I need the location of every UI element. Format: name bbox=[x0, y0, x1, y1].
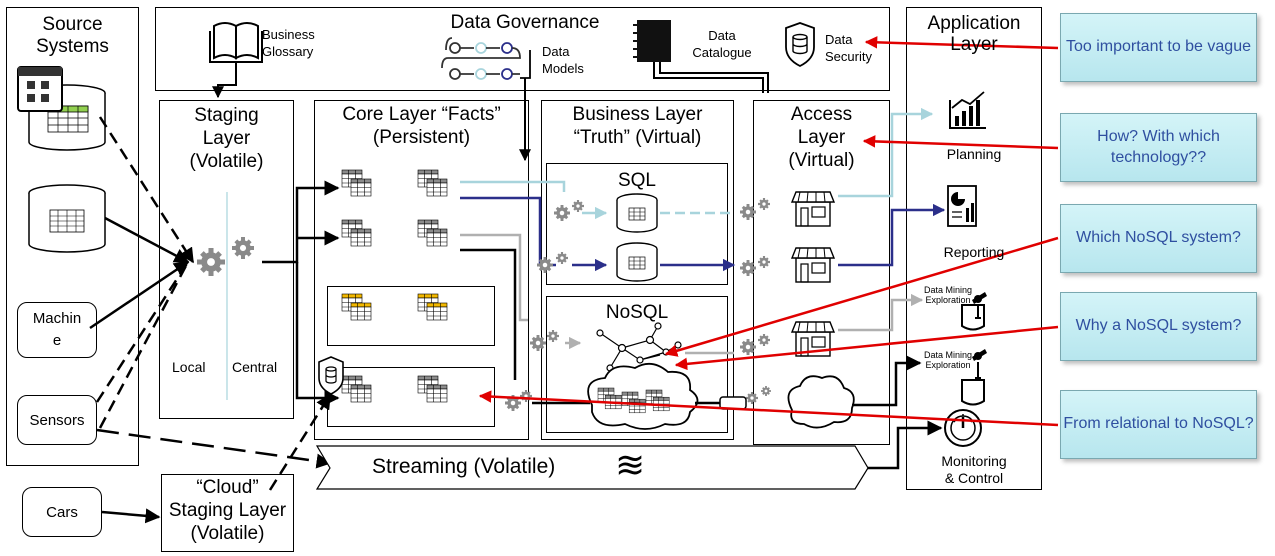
book-icon bbox=[209, 22, 263, 63]
streaming-arrow-shape bbox=[315, 445, 869, 490]
report-document-icon bbox=[947, 185, 977, 227]
shield-database-icon bbox=[785, 22, 815, 68]
cloud-staging-title: “Cloud”Staging Layer(Volatile) bbox=[168, 477, 287, 544]
streaming-label: Streaming (Volatile) bbox=[372, 455, 556, 478]
staging-to-core-arrows bbox=[262, 180, 340, 406]
chart-planning-icon bbox=[949, 91, 986, 129]
staging-gears-icon bbox=[197, 237, 254, 276]
access-gears-icon bbox=[740, 198, 771, 404]
core-tables bbox=[341, 169, 448, 403]
sql-database-icon-1 bbox=[616, 193, 658, 233]
governance-title: Data Governance bbox=[450, 12, 600, 33]
business-title: Business Layer“Truth” (Virtual) bbox=[572, 104, 703, 148]
callout-relational-to-nosql: From relational to NoSQL? bbox=[1060, 390, 1257, 459]
sql-label: SQL bbox=[617, 170, 657, 191]
catalogue-icon bbox=[633, 20, 769, 93]
cloud-tables-icon bbox=[587, 362, 699, 430]
sql-database-icon-2 bbox=[616, 242, 658, 282]
callout-why-nosql: Why a NoSQL system? bbox=[1060, 292, 1257, 361]
telescope-icon-2 bbox=[961, 349, 987, 406]
cars-label: Cars bbox=[46, 503, 78, 521]
graph-network-icon bbox=[596, 322, 682, 372]
store-icon-1 bbox=[791, 191, 835, 227]
core-shield-icon bbox=[318, 356, 344, 395]
sensors-source-box: Sensors bbox=[17, 395, 97, 445]
staging-central-label: Central bbox=[232, 359, 278, 375]
cars-source-box: Cars bbox=[22, 487, 102, 537]
sensors-label: Sensors bbox=[29, 411, 85, 429]
callout-arrows bbox=[478, 36, 1059, 427]
access-to-application-arrows bbox=[838, 107, 946, 470]
planning-label: Planning bbox=[946, 146, 1002, 162]
access-cloud-icon bbox=[787, 375, 855, 429]
data-models-icon bbox=[441, 37, 531, 80]
source-database-icon-2 bbox=[28, 184, 106, 253]
store-icon-2 bbox=[791, 247, 835, 283]
staging-local-label: Local bbox=[172, 359, 206, 375]
gauge-icon bbox=[944, 409, 982, 447]
reporting-label: Reporting bbox=[943, 244, 1005, 260]
core-title: Core Layer “Facts”(Persistent) bbox=[342, 104, 501, 148]
core-to-business-flows bbox=[460, 180, 566, 380]
gear-to-store-arrows bbox=[565, 206, 608, 350]
telescope-icon-1 bbox=[961, 292, 987, 331]
glossary-to-staging-arrow bbox=[212, 62, 237, 99]
waves-icon: ≋ bbox=[615, 444, 646, 485]
source-connectors bbox=[89, 116, 332, 524]
nosql-label: NoSQL bbox=[605, 302, 669, 323]
callout-which-nosql: Which NoSQL system? bbox=[1060, 204, 1257, 273]
calendar-app-icon bbox=[17, 66, 63, 112]
callout-too-important: Too important to be vague bbox=[1060, 13, 1257, 82]
callout-which-technology: How? With which technology?? bbox=[1060, 113, 1257, 182]
monitoring-label: Monitoring& Control bbox=[941, 453, 1007, 486]
